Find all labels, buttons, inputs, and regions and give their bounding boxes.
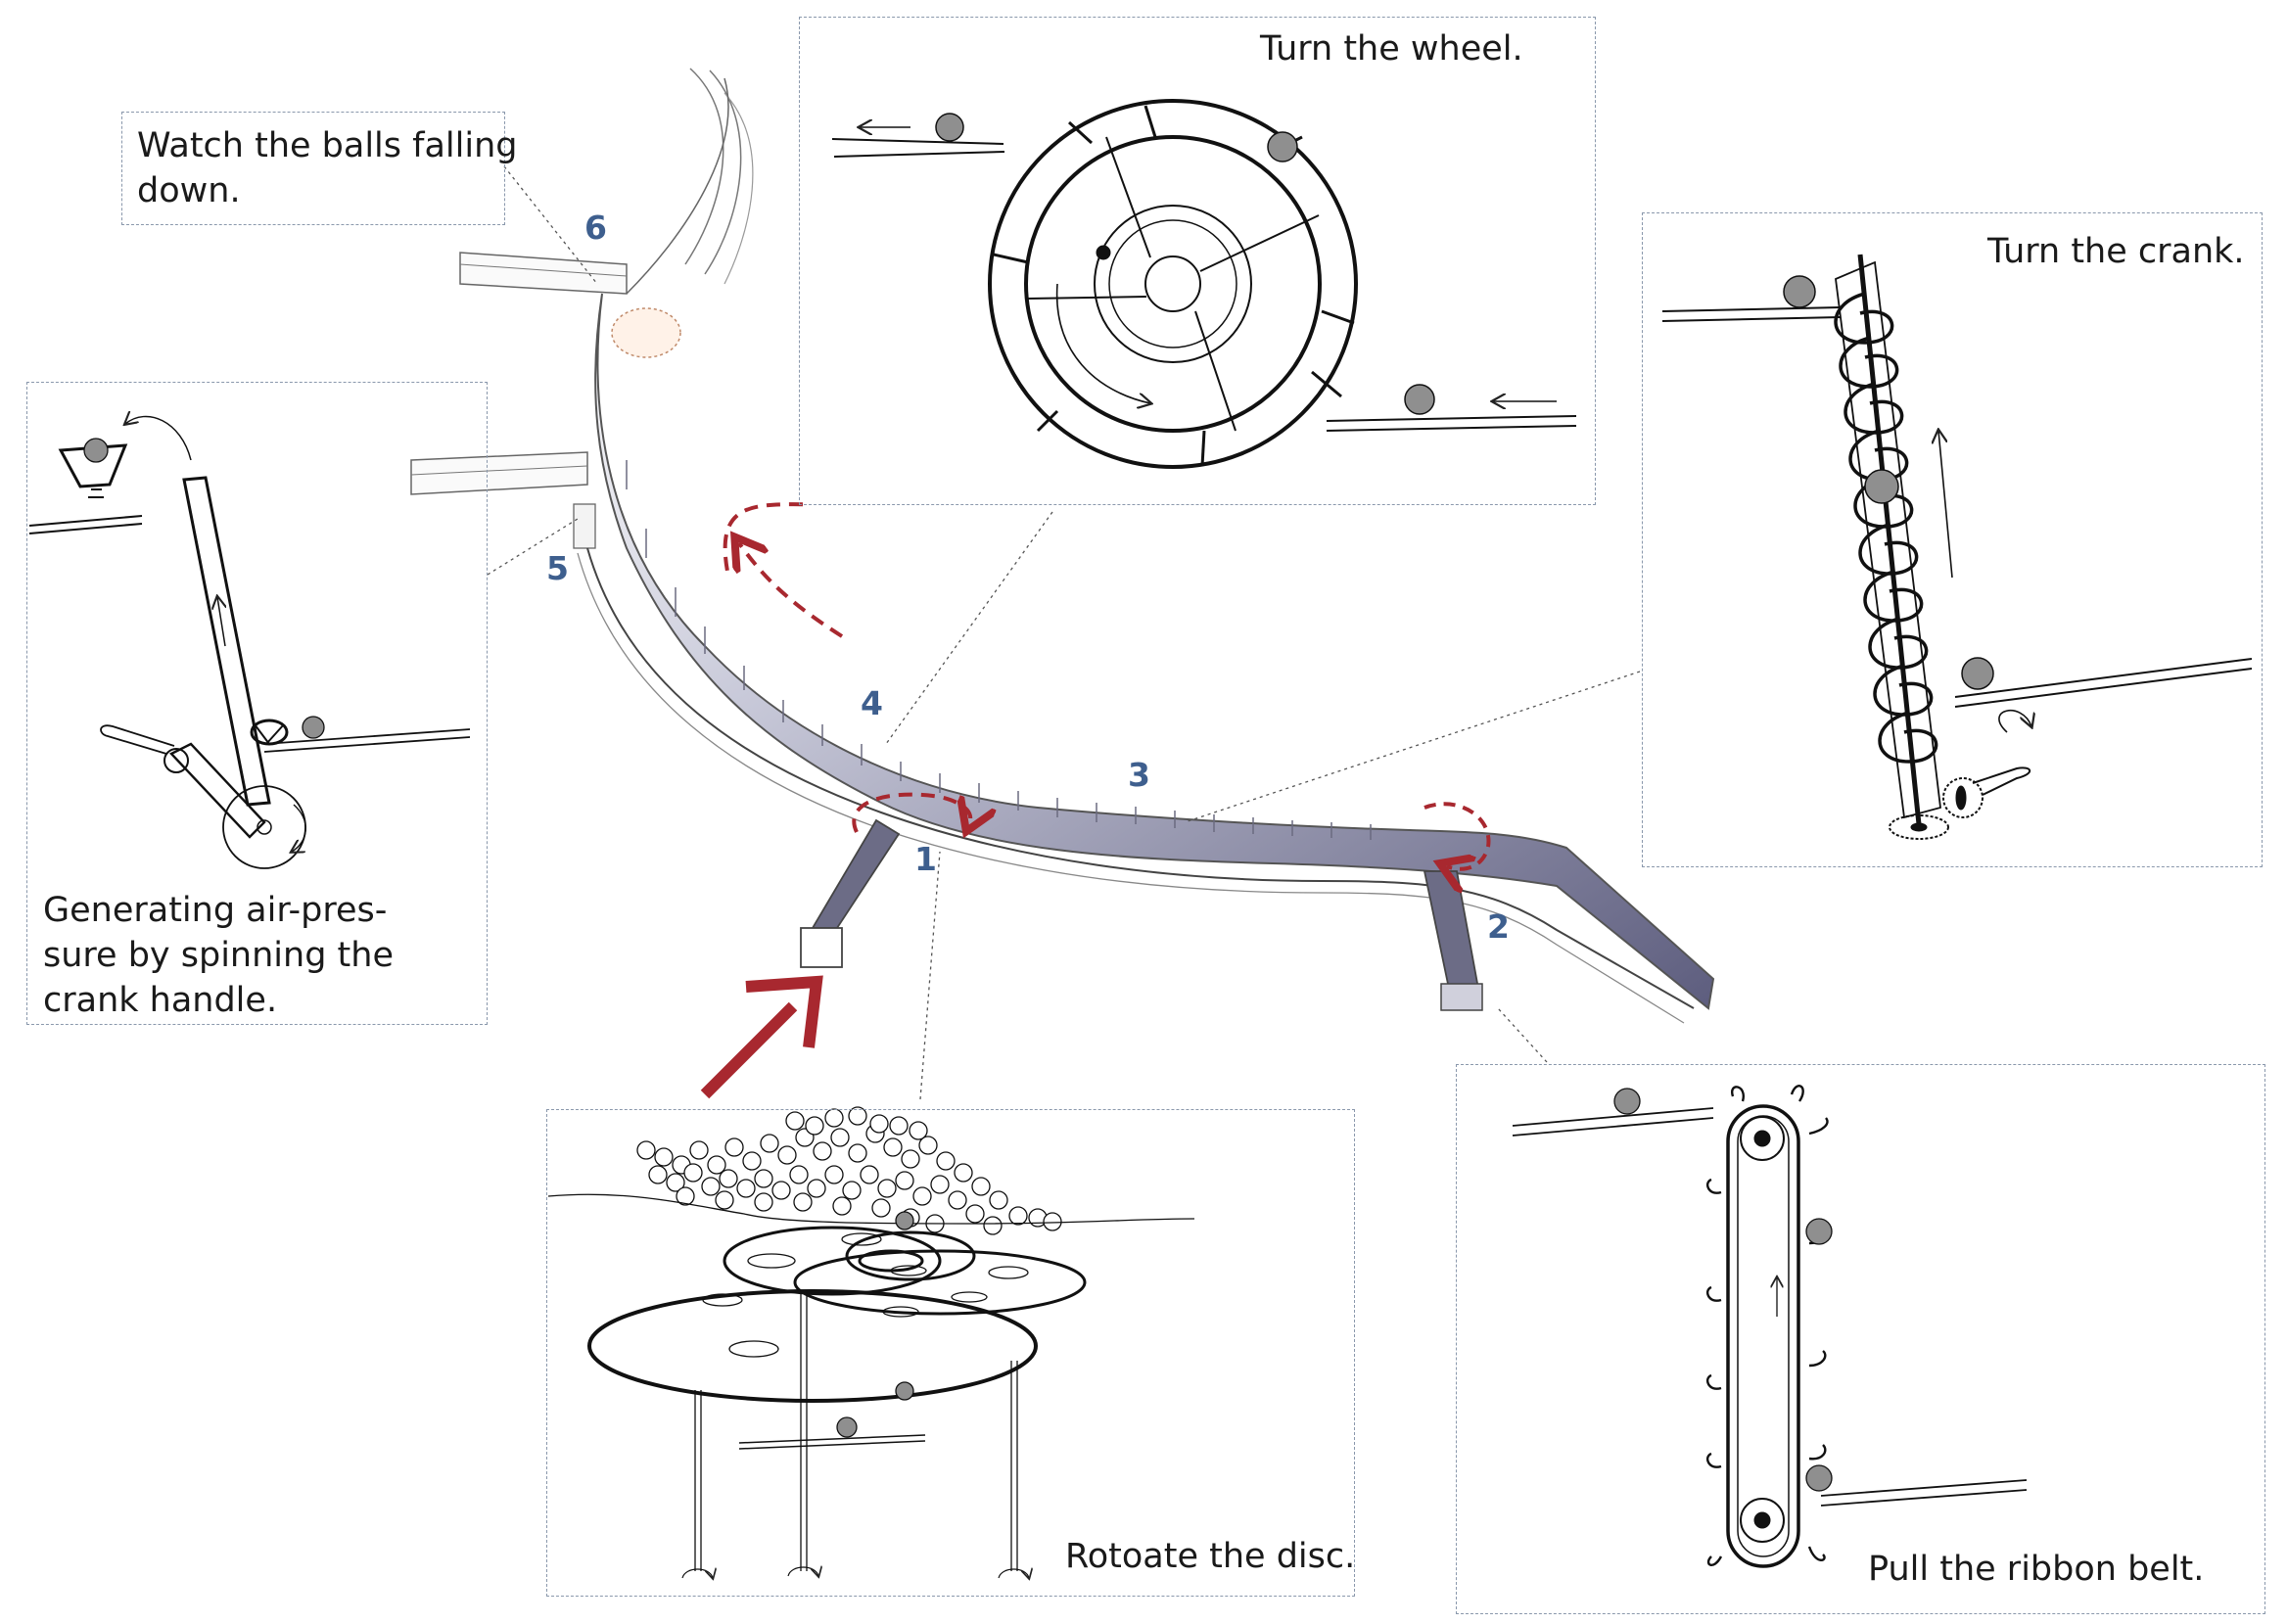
- ball-icon: [1805, 1218, 1833, 1245]
- station-number-2: 2: [1487, 907, 1510, 946]
- falling-balls-panel: [121, 112, 505, 225]
- station-number-5: 5: [546, 549, 569, 587]
- wheel-panel: [799, 17, 1596, 505]
- air-pump-illustration: [28, 416, 471, 869]
- return-arrow: [723, 502, 803, 579]
- station-number-4: 4: [861, 684, 883, 722]
- ball-icon: [1961, 657, 1994, 690]
- ball-icon: [1805, 1464, 1833, 1492]
- station-number-3: 3: [1128, 756, 1150, 794]
- ball-icon: [302, 716, 325, 739]
- wheel-caption: Turn the wheel.: [1260, 29, 1523, 69]
- ball-icon: [1267, 131, 1298, 162]
- ball-icon: [1864, 469, 1899, 504]
- ball-icon: [836, 1416, 858, 1438]
- ball-icon: [935, 113, 964, 142]
- marble-run-track: [410, 68, 1715, 1024]
- ball-icon: [895, 1381, 914, 1401]
- ball-icon: [83, 438, 109, 463]
- station-number-6: 6: [584, 209, 607, 247]
- station-1-rotation-arrow: [852, 792, 970, 832]
- upward-dashed-arrow: [739, 543, 844, 638]
- ball-icon: [895, 1211, 914, 1230]
- station-number-1: 1: [914, 840, 937, 878]
- disc-panel: [546, 1109, 1355, 1597]
- wheel-illustration: [831, 99, 1577, 469]
- ball-pile: [636, 1106, 1062, 1235]
- rotating-disc-illustration: [547, 1106, 1195, 1578]
- falling-balls-caption: Watch the balls falling down.: [137, 126, 518, 210]
- ball-icon: [1613, 1088, 1641, 1115]
- ball-icon: [1404, 384, 1435, 415]
- ball-icon: [1783, 275, 1816, 308]
- air-pressure-panel: [26, 382, 488, 1025]
- entry-arrow-icon: [700, 975, 823, 1099]
- ribbon-belt-panel: [1456, 1064, 2265, 1614]
- ribbon-belt-caption: Pull the ribbon belt.: [1868, 1550, 2205, 1589]
- leader-lines: [487, 165, 1641, 1100]
- ribbon-belt-illustration: [1512, 1085, 2028, 1568]
- disc-caption: Rotoate the disc.: [1065, 1537, 1356, 1576]
- air-pressure-caption: Generating air-pres- sure by spinning th…: [43, 891, 394, 1020]
- crank-panel: [1642, 212, 2263, 867]
- crank-caption: Turn the crank.: [1987, 232, 2245, 271]
- station-2-rotation-arrow: [1424, 802, 1491, 869]
- screw-lift-illustration: [1661, 254, 2253, 840]
